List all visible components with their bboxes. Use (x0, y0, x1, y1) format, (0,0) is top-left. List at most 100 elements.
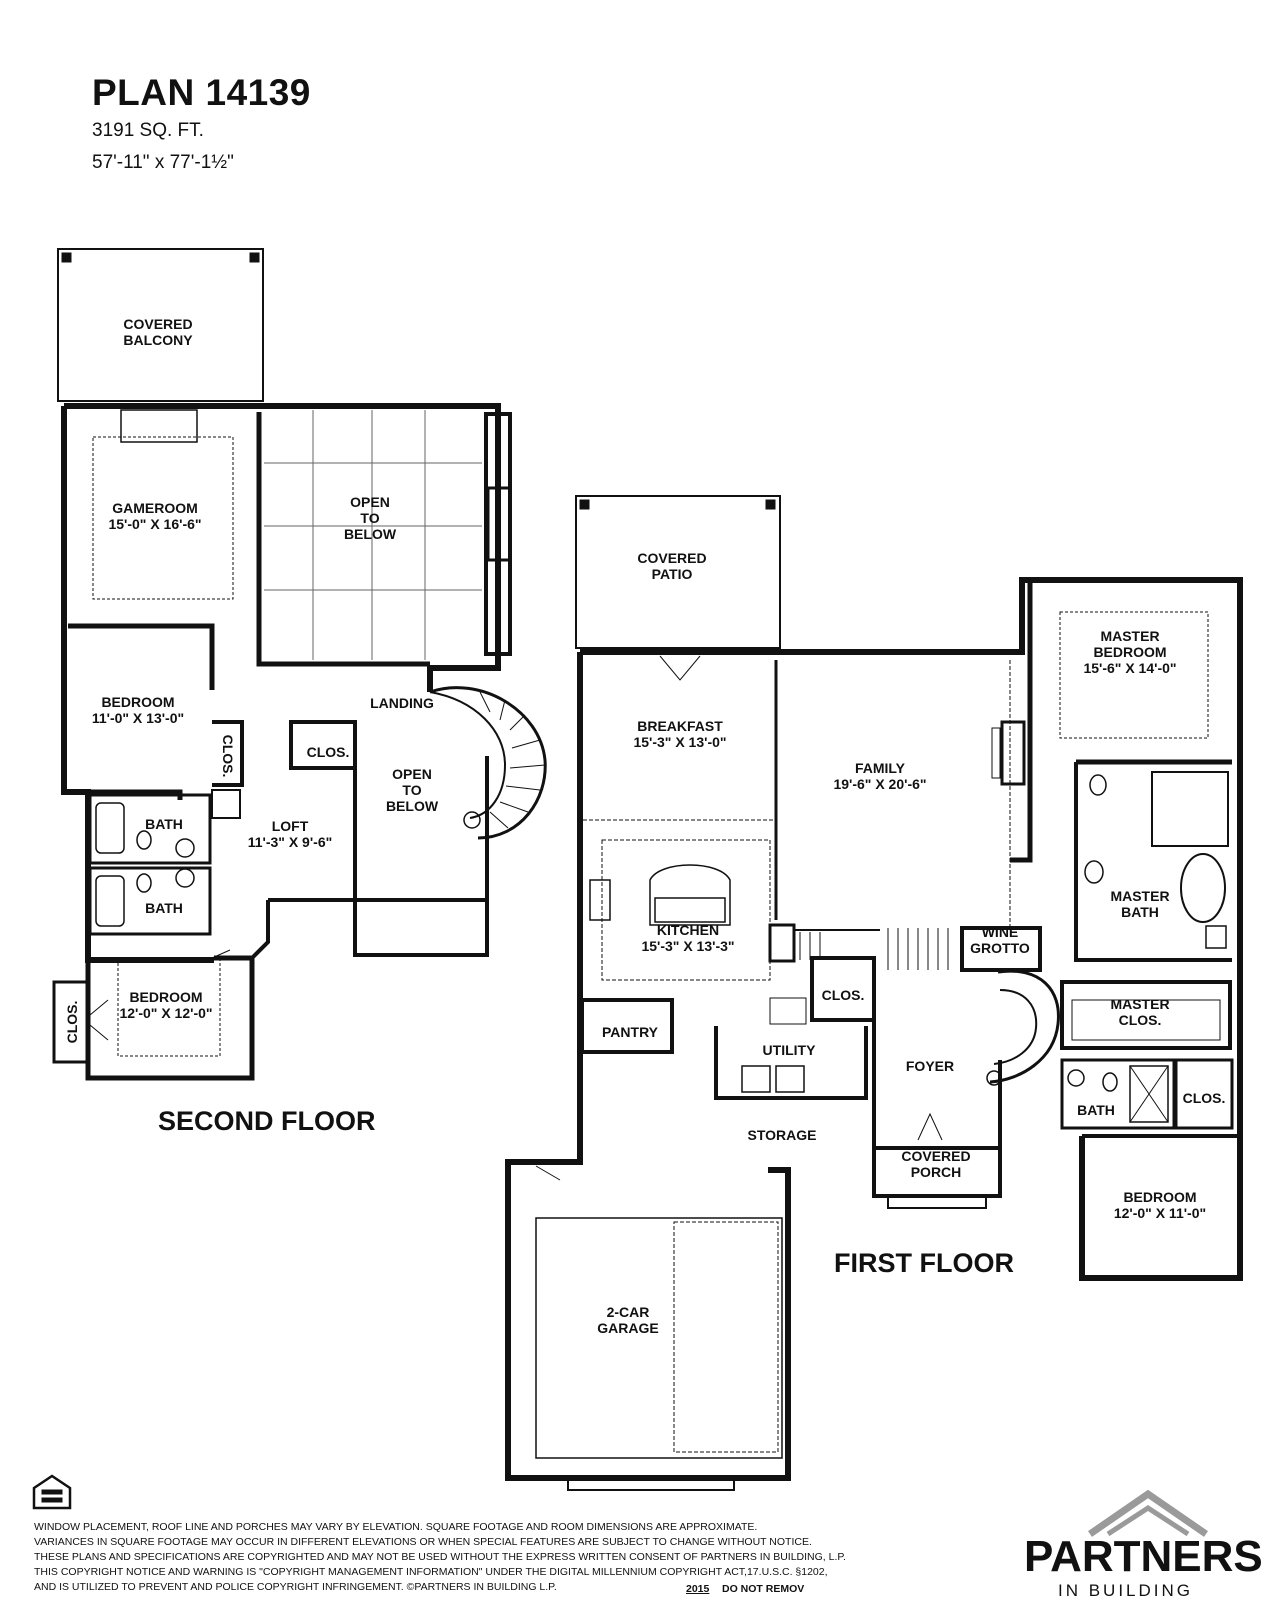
room-label-line: BELOW (386, 798, 439, 814)
room-label-line: 15'-6" X 14'-0" (1083, 660, 1176, 676)
partners-logo-roof-icon (1088, 1489, 1208, 1537)
room-label-line: GROTTO (970, 940, 1030, 956)
room-label-line: KITCHEN (657, 922, 719, 938)
room-label-line: LANDING (370, 695, 434, 711)
room-label-line: LOFT (272, 818, 309, 834)
room-label-line: UTILITY (763, 1042, 817, 1058)
logo-name: PARTNERS (1024, 1532, 1263, 1581)
plan-dimensions: 57'-11" x 77'-1½" (92, 152, 234, 173)
room-label-line: CLOS. (220, 735, 236, 778)
room-label-line: 12'-0" X 11'-0" (1114, 1205, 1206, 1221)
room-label-line: COVERED (901, 1148, 970, 1164)
room-label-bath-2f-1: BATH (145, 816, 183, 832)
room-label-line: TO (402, 782, 421, 798)
room-label-line: 11'-3" X 9'-6" (248, 834, 333, 850)
disclaimer-line: THIS COPYRIGHT NOTICE AND WARNING IS "CO… (34, 1566, 828, 1578)
room-label-line: OPEN (350, 494, 390, 510)
room-label-line: FOYER (906, 1058, 954, 1074)
room-label-line: 2-CAR (607, 1304, 650, 1320)
room-label-line: CLOS. (822, 987, 865, 1003)
room-label-line: CLOS. (64, 1001, 80, 1044)
room-label-line: FAMILY (855, 760, 906, 776)
room-label-clos-2f-3: CLOS. (64, 1001, 80, 1044)
room-label-line: BELOW (344, 526, 397, 542)
room-label-line: BATH (1121, 904, 1159, 920)
first-floor-walls (505, 495, 1243, 1491)
room-label-line: CLOS. (1183, 1090, 1226, 1106)
room-label-line: 15'-3" X 13'-3" (641, 938, 734, 954)
disclaimer-line: WINDOW PLACEMENT, ROOF LINE AND PORCHES … (34, 1521, 758, 1533)
room-label-line: MASTER (1110, 996, 1169, 1012)
room-label-line: BEDROOM (129, 989, 202, 1005)
room-label-line: OPEN (392, 766, 432, 782)
room-label-line: WINE (982, 924, 1019, 940)
room-label-line: 15'-3" X 13'-0" (633, 734, 726, 750)
room-label-line: COVERED (123, 316, 192, 332)
plan-square-feet: 3191 SQ. FT. (92, 120, 204, 141)
room-label-line: COVERED (637, 550, 706, 566)
room-label-pantry: PANTRY (602, 1024, 659, 1040)
room-label-line: 19'-6" X 20'-6" (833, 776, 926, 792)
second-floor-walls (52, 248, 547, 1081)
room-label-landing: LANDING (370, 695, 434, 711)
room-label-line: PANTRY (602, 1024, 659, 1040)
logo-subtitle: IN BUILDING (1058, 1581, 1193, 1600)
first-floor-label: FIRST FLOOR (834, 1248, 1014, 1278)
room-label-line: 12'-0" X 12'-0" (119, 1005, 212, 1021)
room-label-line: BEDROOM (1093, 644, 1166, 660)
room-label-bath-2f-2: BATH (145, 900, 183, 916)
room-label-clos-1f-1: CLOS. (822, 987, 865, 1003)
room-label-storage: STORAGE (748, 1127, 817, 1143)
room-label-clos-2f-1: CLOS. (307, 744, 350, 760)
room-label-utility: UTILITY (763, 1042, 817, 1058)
room-label-line: PATIO (652, 566, 693, 582)
room-label-line: BEDROOM (101, 694, 174, 710)
room-label-clos-1f-2: CLOS. (1183, 1090, 1226, 1106)
room-label-line: BREAKFAST (637, 718, 723, 734)
room-label-line: BATH (145, 816, 183, 832)
disclaimer-line: AND IS UTILIZED TO PREVENT AND POLICE CO… (34, 1581, 557, 1593)
room-label-line: GARAGE (597, 1320, 658, 1336)
room-label-line: BATH (145, 900, 183, 916)
second-floor-label: SECOND FLOOR (158, 1106, 376, 1136)
room-label-line: MASTER (1110, 888, 1169, 904)
room-label-line: MASTER (1100, 628, 1159, 644)
room-label-line: BALCONY (123, 332, 193, 348)
room-label-foyer: FOYER (906, 1058, 954, 1074)
room-label-line: CLOS. (1119, 1012, 1162, 1028)
footer-year: 2015 (686, 1583, 710, 1595)
disclaimer-line: VARIANCES IN SQUARE FOOTAGE MAY OCCUR IN… (34, 1536, 812, 1548)
room-label-line: STORAGE (748, 1127, 817, 1143)
room-label-line: TO (360, 510, 379, 526)
room-label-line: BEDROOM (1123, 1189, 1196, 1205)
equal-housing-opportunity-icon (32, 1474, 72, 1510)
room-label-line: PORCH (911, 1164, 962, 1180)
plan-title: PLAN 14139 (92, 72, 311, 113)
footer-note: DO NOT REMOV (722, 1583, 805, 1595)
room-label-line: GAMEROOM (112, 500, 198, 516)
room-label-line: 11'-0" X 13'-0" (92, 710, 184, 726)
room-label-clos-2f-2: CLOS. (220, 735, 236, 778)
disclaimer-line: THESE PLANS AND SPECIFICATIONS ARE COPYR… (34, 1551, 846, 1563)
room-label-line: 15'-0" X 16'-6" (108, 516, 201, 532)
room-label-line: BATH (1077, 1102, 1115, 1118)
